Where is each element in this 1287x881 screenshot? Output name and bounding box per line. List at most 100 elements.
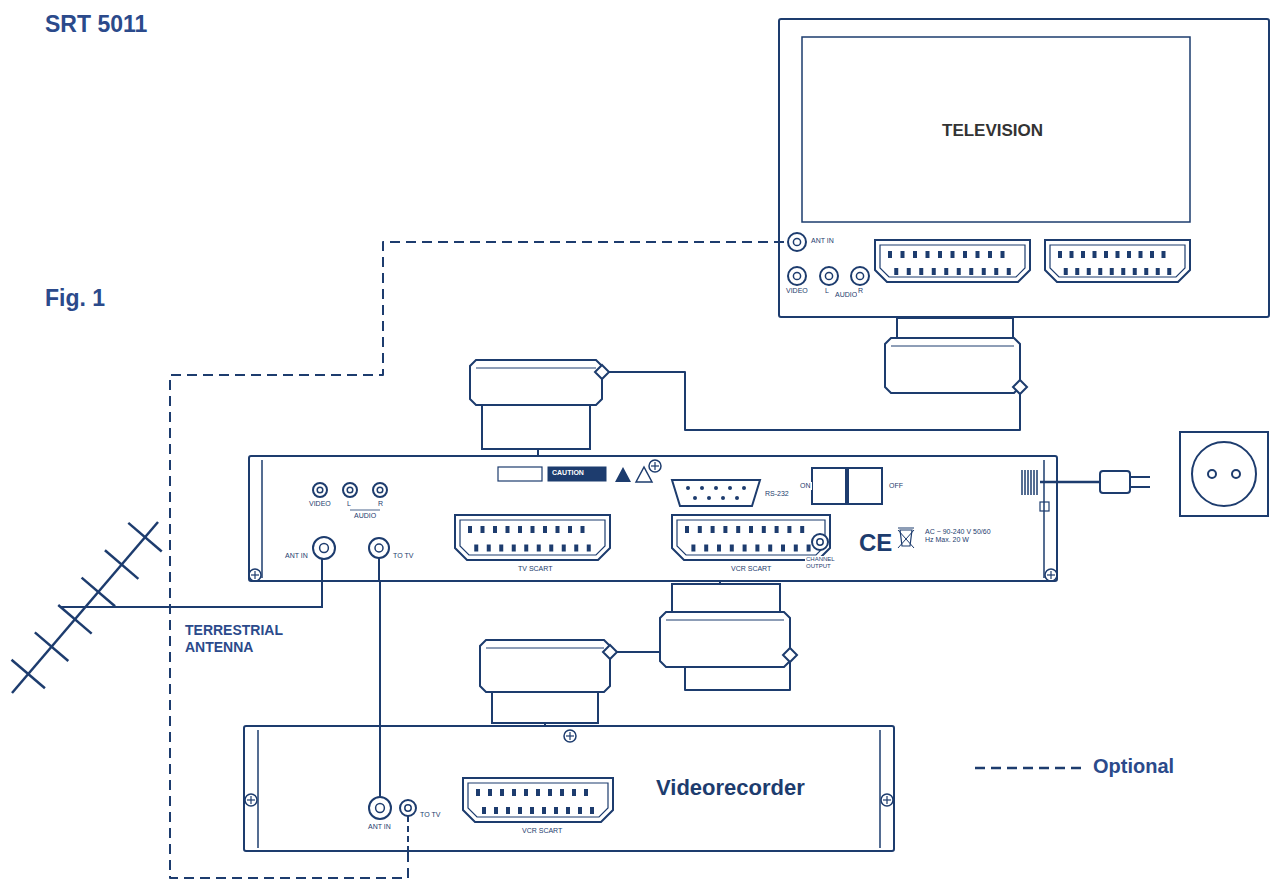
scart-pin bbox=[1081, 251, 1085, 258]
scart-pin bbox=[736, 526, 740, 533]
port-label: OFF bbox=[888, 482, 904, 490]
scart-pin bbox=[755, 545, 759, 552]
scart-pin bbox=[1093, 251, 1097, 258]
scart-pin bbox=[506, 807, 510, 814]
scart-pin bbox=[926, 251, 930, 258]
housing-flange bbox=[261, 460, 263, 578]
screw-slot bbox=[250, 796, 251, 804]
scart-pin bbox=[787, 526, 791, 533]
scart-pin bbox=[913, 251, 917, 258]
scart-pin bbox=[1104, 251, 1108, 258]
port-jack bbox=[851, 267, 869, 285]
scart-pin bbox=[907, 268, 911, 275]
screw bbox=[564, 730, 576, 742]
scart-pin bbox=[578, 807, 582, 814]
scart-pin bbox=[951, 251, 955, 258]
scart-pin bbox=[560, 789, 564, 796]
scart-pin bbox=[482, 807, 486, 814]
port-jack-core bbox=[817, 539, 823, 545]
port-jack bbox=[313, 483, 327, 497]
plug-pin bbox=[1130, 486, 1150, 488]
antenna-label: TERRESTRIAL ANTENNA bbox=[185, 622, 315, 656]
scart-pin bbox=[730, 545, 734, 552]
scart-pin bbox=[768, 545, 772, 552]
antenna-element bbox=[105, 550, 138, 579]
scart-pin bbox=[562, 545, 566, 552]
port-label: TO TV bbox=[419, 811, 441, 819]
scart-pin bbox=[698, 526, 702, 533]
scart-pin bbox=[568, 526, 572, 533]
scart-socket bbox=[455, 515, 610, 560]
port-label: ANT IN bbox=[284, 552, 309, 560]
port-jack bbox=[788, 233, 806, 251]
rs232-pin bbox=[700, 486, 704, 490]
scart-pin bbox=[749, 526, 753, 533]
scart-plug-front bbox=[492, 690, 598, 723]
scart-socket-inner bbox=[880, 245, 1025, 277]
diagram-title: SRT 5011 bbox=[45, 12, 147, 37]
screw bbox=[881, 794, 893, 806]
scart-pin bbox=[572, 789, 576, 796]
housing-flange bbox=[1043, 460, 1045, 578]
scart-pin bbox=[468, 526, 472, 533]
scart-pin bbox=[1116, 251, 1120, 258]
device-name: Videorecorder bbox=[655, 776, 806, 800]
screw bbox=[649, 460, 661, 472]
port-jack-core bbox=[793, 238, 800, 245]
rs232-pin bbox=[686, 486, 690, 490]
port-jack bbox=[369, 797, 391, 819]
port-jack bbox=[820, 267, 838, 285]
cord-entry bbox=[1024, 470, 1026, 495]
scart-pin bbox=[1070, 251, 1074, 258]
scart-pin bbox=[969, 268, 973, 275]
port-jack bbox=[373, 483, 387, 497]
scart-pin bbox=[685, 526, 689, 533]
scart-pin bbox=[556, 526, 560, 533]
port-label: L bbox=[824, 287, 830, 295]
scart-pin bbox=[530, 807, 534, 814]
screw bbox=[1045, 569, 1057, 581]
housing-flange bbox=[257, 730, 259, 848]
power-cord bbox=[1040, 481, 1100, 484]
port-jack-core bbox=[376, 804, 385, 813]
rs232-socket bbox=[672, 480, 760, 506]
antenna-element bbox=[35, 632, 68, 661]
scart-plug-ridge bbox=[891, 346, 1014, 347]
scart-pin bbox=[512, 545, 516, 552]
scart-pin bbox=[994, 268, 998, 275]
power-switch bbox=[812, 468, 846, 504]
cord-entry bbox=[1033, 470, 1035, 495]
scart-plug-ridge bbox=[486, 648, 604, 649]
scart-socket-inner bbox=[460, 520, 605, 555]
scart-pin bbox=[494, 807, 498, 814]
rs232-pin bbox=[735, 496, 739, 500]
scart-pin bbox=[691, 545, 695, 552]
scart-pin bbox=[807, 545, 811, 552]
antenna-element bbox=[82, 578, 115, 607]
scart-pin bbox=[794, 545, 798, 552]
scart-pin bbox=[500, 789, 504, 796]
scart-pin bbox=[919, 268, 923, 275]
scart-pin bbox=[1167, 268, 1171, 275]
rs232-pin bbox=[721, 496, 725, 500]
coax-stub bbox=[407, 816, 409, 852]
scart-pin bbox=[518, 526, 522, 533]
legend-sample bbox=[975, 767, 1082, 770]
scart-pin bbox=[932, 268, 936, 275]
port-jack-core bbox=[793, 272, 800, 279]
screw-slot bbox=[569, 732, 570, 740]
receiver-housing: CAUTIONVIDEOLAUDIORANT INTO TVTV SCARTRS… bbox=[248, 455, 1058, 582]
port-label: CHANNEL OUTPUT bbox=[805, 556, 841, 569]
scart-pin bbox=[1162, 251, 1166, 258]
scart-pin bbox=[901, 251, 905, 258]
scart-pin bbox=[587, 545, 591, 552]
scart-pin bbox=[493, 526, 497, 533]
warning-triangle bbox=[615, 467, 631, 482]
scart-pin bbox=[1064, 268, 1068, 275]
scart-socket bbox=[1045, 240, 1190, 282]
port-jack-core bbox=[347, 487, 353, 493]
cable-strain-relief bbox=[783, 648, 797, 662]
antenna-element bbox=[58, 605, 91, 634]
